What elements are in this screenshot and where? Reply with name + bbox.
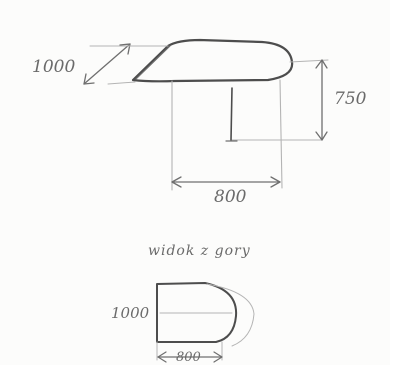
plan-width-label: 800 <box>176 350 201 365</box>
plan-depth-label: 1000 <box>111 304 150 322</box>
table-leg <box>230 87 233 141</box>
depth-arrow-top <box>119 43 131 55</box>
width-arrow-right <box>270 176 281 188</box>
right-vertical-line <box>279 79 283 189</box>
depth-label: 1000 <box>32 57 75 77</box>
top-view-caption: widok z gory <box>148 243 251 259</box>
plan-width-arrow-right <box>213 351 223 363</box>
table-perspective-view: 1000 750 800 <box>32 38 367 207</box>
paper-edge <box>390 0 400 365</box>
depth-arrow-bottom <box>83 73 95 85</box>
tabletop-front-edge <box>135 45 171 80</box>
width-arrow-left <box>171 176 182 188</box>
plan-width-arrow-left <box>157 351 167 363</box>
height-label: 750 <box>334 89 367 109</box>
plan-guide-arc <box>206 283 255 347</box>
height-arrow-bottom <box>315 131 328 141</box>
top-extension-line <box>107 81 136 85</box>
depth-dimension-line <box>83 43 131 85</box>
table-plan-view: 1000 800 <box>111 282 255 365</box>
width-label: 800 <box>214 187 247 207</box>
height-arrow-top <box>315 59 328 69</box>
plan-outline <box>156 282 238 343</box>
